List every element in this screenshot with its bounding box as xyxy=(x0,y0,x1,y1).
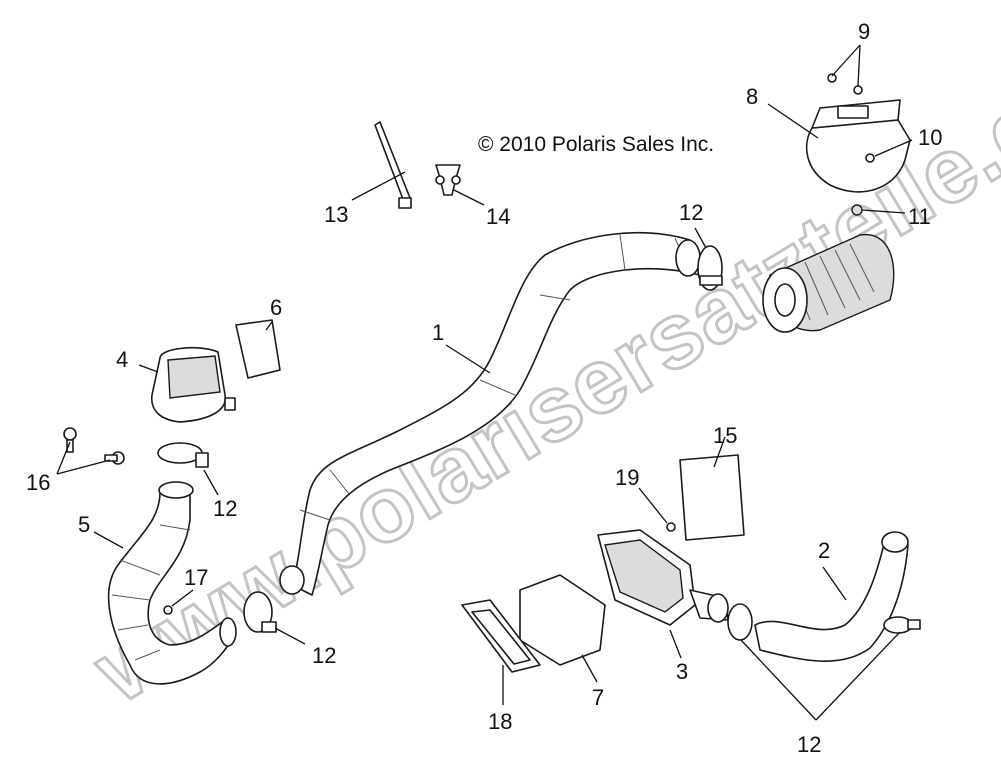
callout-18: 18 xyxy=(488,709,512,734)
callout-9: 9 xyxy=(858,19,870,44)
callout-12-lower: 12 xyxy=(312,643,336,668)
callout-4: 4 xyxy=(116,347,128,372)
filter-bracket xyxy=(805,73,911,193)
callout-5: 5 xyxy=(78,512,90,537)
lower-intake-duct xyxy=(107,481,237,685)
leader-lines xyxy=(56,44,913,721)
air-filter-element xyxy=(762,233,895,333)
callout-19: 19 xyxy=(615,465,639,490)
callout-6: 6 xyxy=(270,295,282,320)
callout-15: 15 xyxy=(713,423,737,448)
air-box xyxy=(597,529,729,626)
hose-clamp-top xyxy=(697,245,723,291)
hose-clamp-lower-right xyxy=(727,603,921,641)
callout-3: 3 xyxy=(676,659,688,684)
callout-17: 17 xyxy=(184,565,208,590)
callout-8: 8 xyxy=(746,84,758,109)
small-screw xyxy=(163,605,173,615)
callout-12-right: 12 xyxy=(797,732,821,757)
callout-10: 10 xyxy=(918,125,942,150)
callout-14: 14 xyxy=(486,204,510,229)
bracket-screw xyxy=(865,153,875,163)
screw-pair xyxy=(63,427,125,465)
push-clip xyxy=(435,164,461,196)
callout-13: 13 xyxy=(324,202,348,227)
hose-clamp-upper-left xyxy=(157,442,209,468)
box-screw xyxy=(666,522,676,532)
gasket-frame xyxy=(461,599,541,673)
nut xyxy=(851,204,863,216)
callout-11: 11 xyxy=(908,204,931,229)
copyright-text: © 2010 Polaris Sales Inc. xyxy=(478,133,714,156)
callout-2: 2 xyxy=(818,538,830,563)
foam-block xyxy=(519,574,606,666)
resonator-box xyxy=(151,346,236,423)
callout-12-left: 12 xyxy=(213,496,237,521)
callout-16: 16 xyxy=(26,470,50,495)
callout-labels: 1 2 3 4 5 6 7 8 9 10 11 12 12 12 12 13 1… xyxy=(26,19,942,757)
callout-1: 1 xyxy=(432,320,444,345)
hose-clamp-lower-left xyxy=(243,591,277,633)
main-intake-duct xyxy=(279,232,701,596)
filter-sheet xyxy=(679,454,745,541)
callout-12-top: 12 xyxy=(679,200,703,225)
callout-7: 7 xyxy=(592,685,604,710)
cable-tie xyxy=(374,121,412,209)
foam-pad xyxy=(235,319,281,379)
outlet-duct xyxy=(754,531,909,662)
